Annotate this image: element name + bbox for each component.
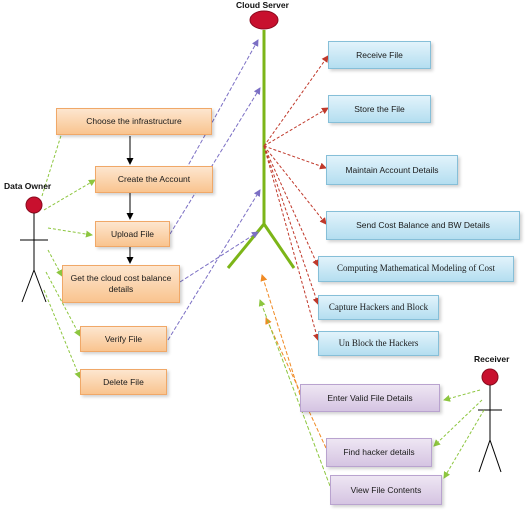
use-case-receive-file[interactable]: Receive File	[328, 41, 431, 69]
server-use-case-link	[263, 145, 319, 267]
data-owner-leg-left	[21, 269, 35, 303]
cloud-server-leg-right	[262, 223, 296, 269]
use-case-choose-infrastructure[interactable]: Choose the infrastructure	[56, 108, 212, 135]
use-case-upload-file[interactable]: Upload File	[95, 221, 170, 247]
server-use-case-link	[263, 107, 329, 147]
server-use-case-link	[263, 145, 320, 341]
receiver-label: Receiver	[474, 354, 510, 364]
data-owner-head	[25, 196, 43, 214]
receiver-head	[481, 368, 499, 386]
cloud-server-leg-left	[226, 223, 266, 269]
server-use-case-link	[263, 55, 329, 147]
server-link	[167, 189, 261, 341]
server-link	[179, 39, 259, 181]
use-case-delete-file[interactable]: Delete File	[80, 369, 167, 395]
receiver-link	[443, 389, 481, 402]
server-use-case-link	[263, 145, 320, 305]
use-case-verify-file[interactable]: Verify File	[80, 326, 167, 352]
receiver-server-link	[258, 299, 331, 487]
receiver-link	[443, 409, 485, 479]
use-case-create-account[interactable]: Create the Account	[95, 166, 213, 193]
use-case-capture-hackers[interactable]: Capture Hackers and Block	[318, 295, 439, 320]
receiver-leg-left	[478, 439, 491, 473]
owner-link	[43, 179, 96, 211]
use-case-view-file-contents[interactable]: View File Contents	[330, 475, 442, 505]
use-case-unblock-hackers[interactable]: Un Block the Hackers	[318, 331, 439, 356]
data-owner-label: Data Owner	[4, 181, 52, 191]
use-case-get-cost-balance[interactable]: Get the cloud cost balance details	[62, 265, 180, 303]
cloud-server-head	[249, 10, 279, 30]
owner-link	[47, 249, 63, 277]
use-case-send-cost-balance[interactable]: Send Cost Balance and BW Details	[326, 211, 520, 240]
owner-link	[45, 271, 81, 337]
use-case-store-file[interactable]: Store the File	[328, 95, 431, 123]
use-case-computing-cost-model[interactable]: Computing Mathematical Modeling of Cost	[318, 256, 514, 282]
receiver-server-link	[260, 274, 301, 396]
use-case-enter-file-details[interactable]: Enter Valid File Details	[300, 384, 440, 412]
server-link	[179, 231, 259, 283]
cloud-server-label: Cloud Server	[236, 0, 289, 10]
receiver-leg-right	[489, 439, 502, 473]
use-case-find-hacker-details[interactable]: Find hacker details	[326, 438, 432, 467]
server-use-case-link	[263, 145, 327, 170]
owner-link	[47, 227, 93, 238]
data-owner-leg-right	[33, 269, 47, 303]
server-link	[169, 87, 261, 235]
server-use-case-link	[263, 145, 327, 225]
owner-link	[43, 289, 81, 379]
use-case-maintain-account[interactable]: Maintain Account Details	[326, 155, 458, 185]
owner-link	[41, 125, 66, 197]
receiver-link	[433, 399, 483, 447]
